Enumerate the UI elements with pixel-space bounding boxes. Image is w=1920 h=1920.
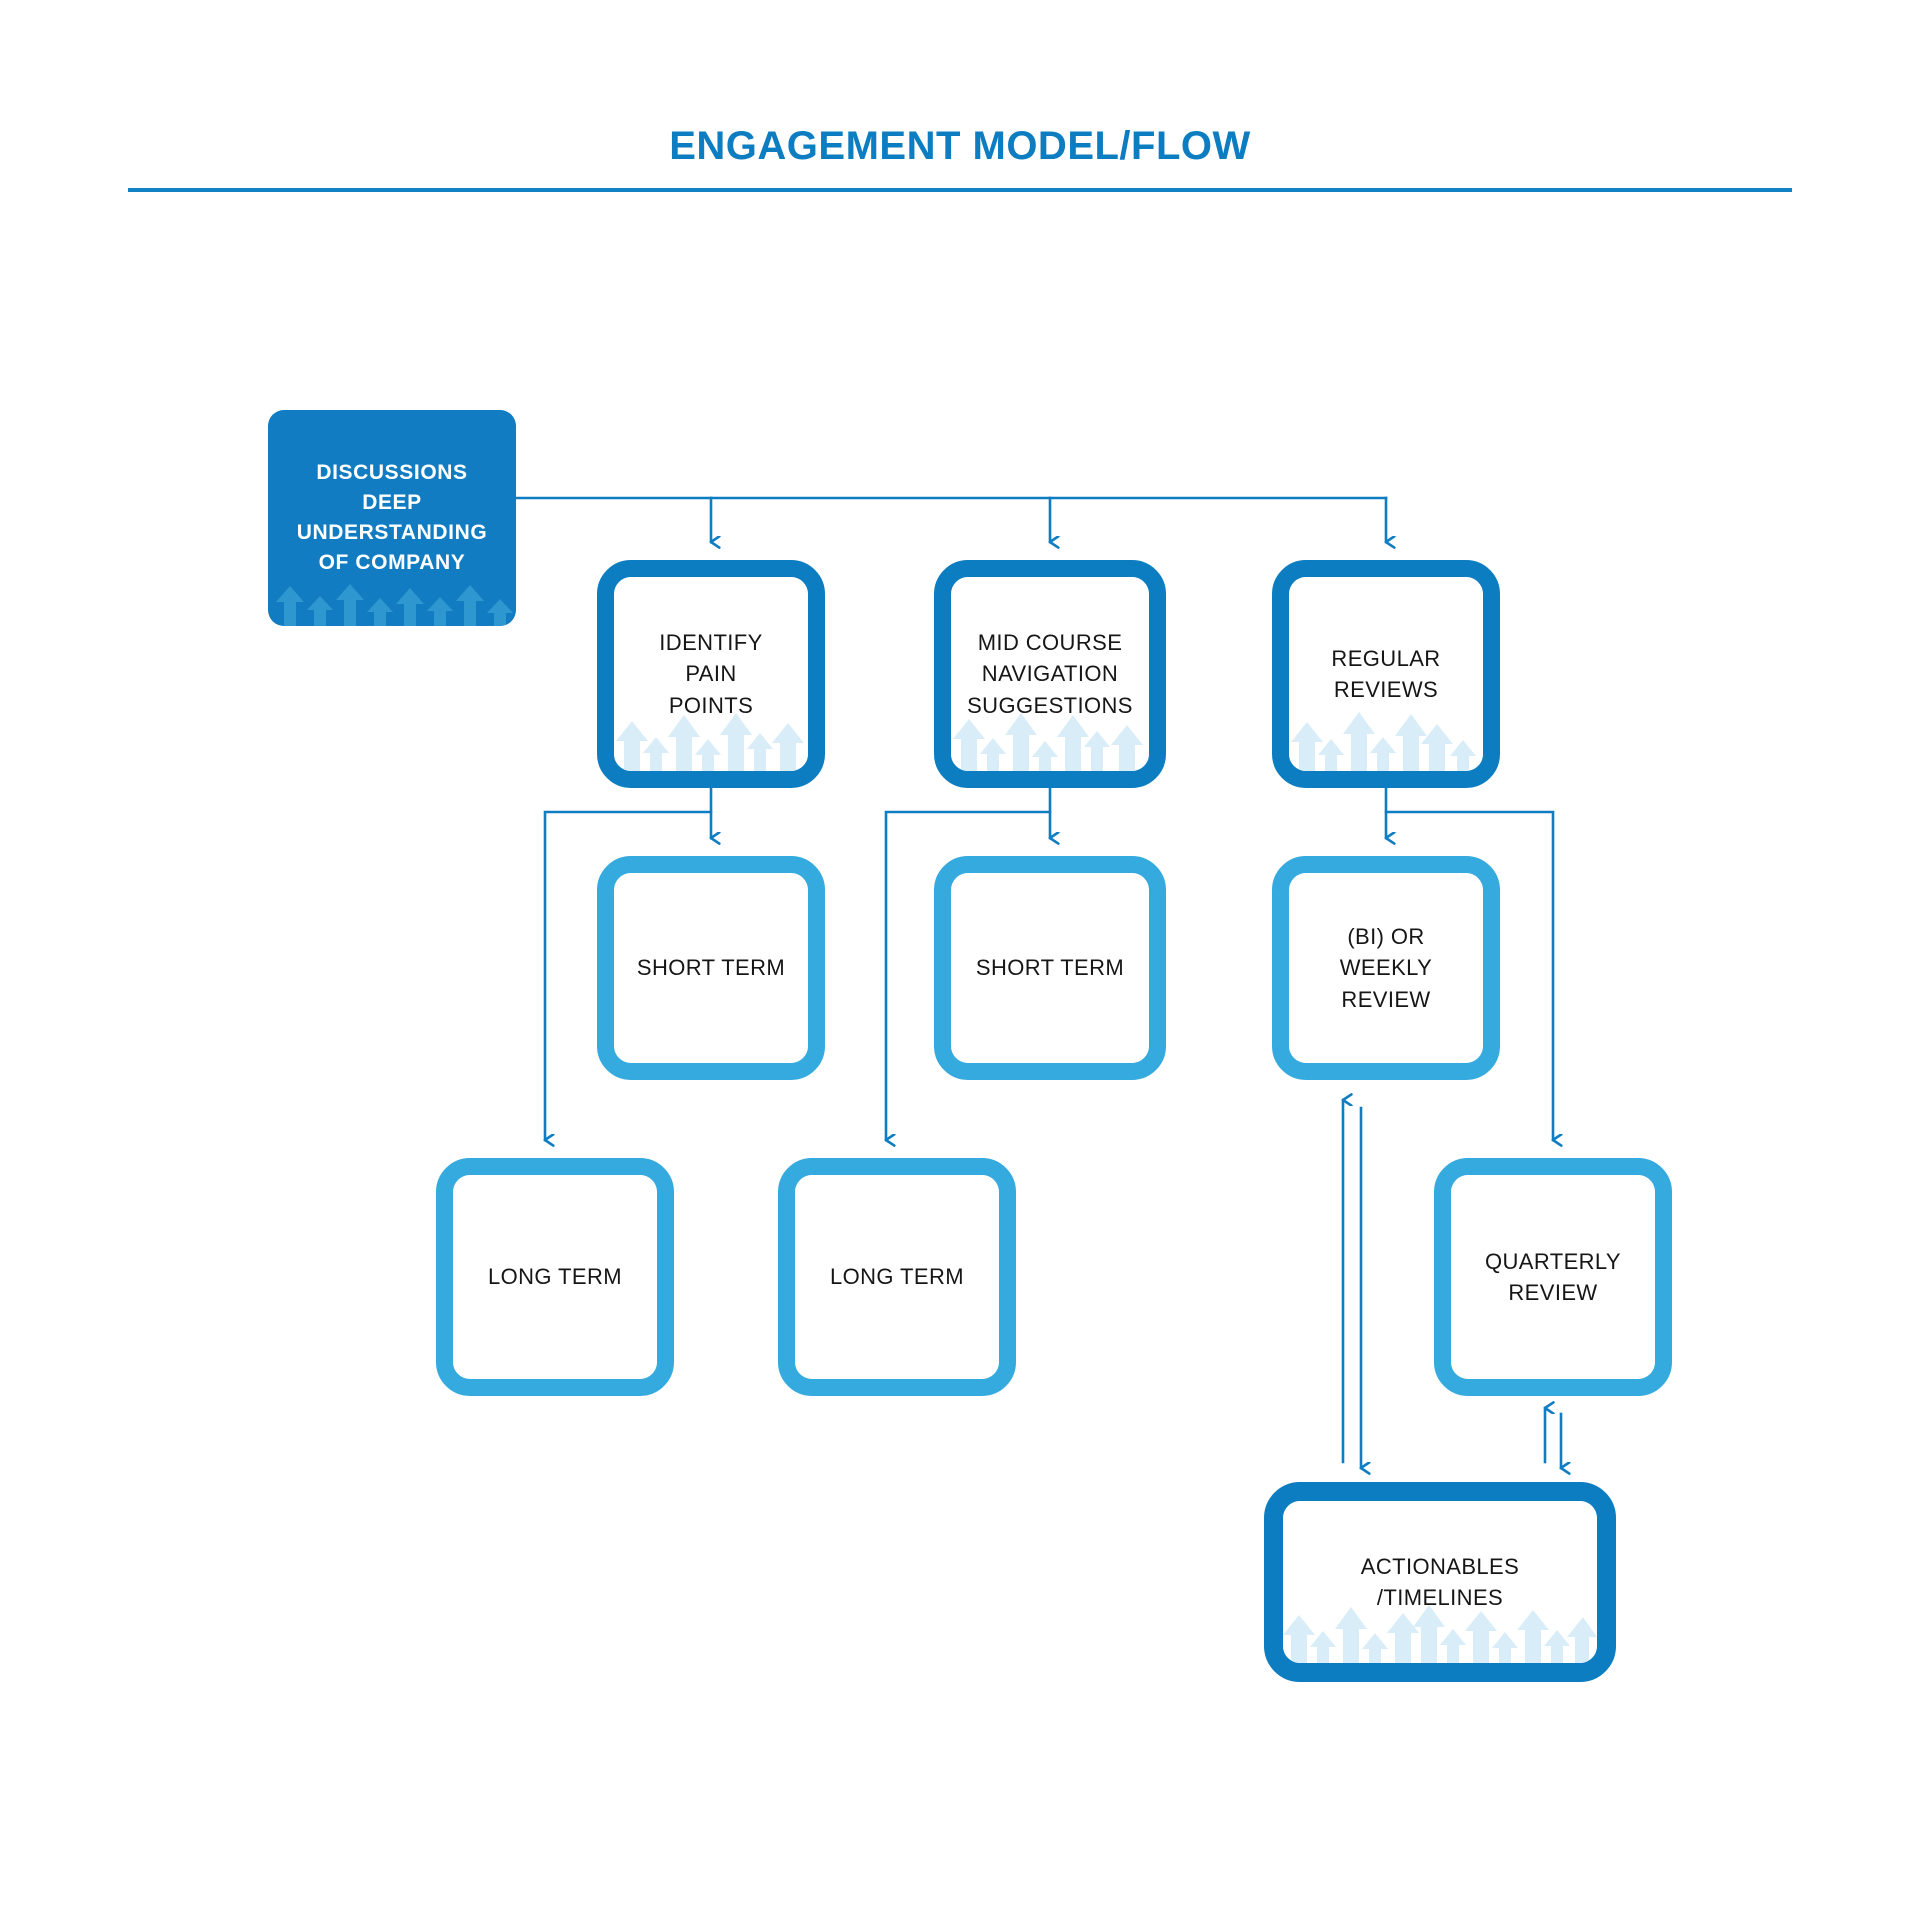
node-identify-pain-points[interactable]: IDENTIFY PAIN POINTS [597,560,825,788]
title-divider [128,188,1792,192]
decorative-arrows-icon [276,584,513,626]
node-inner-fill [1289,577,1483,771]
node-regular-reviews[interactable]: REGULAR REVIEWS [1272,560,1500,788]
decorative-arrows-icon [1283,1605,1597,1663]
edge-biweekly-actionables [1343,1100,1361,1468]
node-label: LONG TERM [830,1264,964,1290]
page-title: ENGAGEMENT MODEL/FLOW [669,124,1251,168]
node-discussions-deep-understanding[interactable]: DISCUSSIONS DEEP UNDERSTANDING OF COMPAN… [268,410,516,626]
node-inner-fill [1451,1175,1655,1379]
decorative-arrows-icon [616,713,804,771]
node-inner-fill [795,1175,999,1379]
node-label: REGULAR REVIEWS [1331,645,1441,702]
edge-root-fanout [514,496,1386,542]
node-long-term-2[interactable]: LONG TERM [778,1158,1016,1396]
decorative-arrows-icon [1291,712,1476,771]
node-label: SHORT TERM [636,955,786,981]
node-mid-course-navigation-suggestions[interactable]: MID COURSE NAVIGATION SUGGESTIONS [934,560,1166,788]
node-label: IDENTIFY PAIN POINTS [659,630,763,718]
node-long-term-1[interactable]: LONG TERM [436,1158,674,1396]
node-actionables-timelines[interactable]: ACTIONABLES /TIMELINES [1264,1482,1616,1682]
node-label: MID COURSE NAVIGATION SUGGESTIONS [967,630,1133,718]
node-label: SHORT TERM [975,955,1125,981]
node-label: QUARTERLY REVIEW [1484,1248,1622,1305]
node-inner-fill [1283,1501,1597,1663]
node-bi-or-weekly-review[interactable]: (BI) OR WEEKLY REVIEW [1272,856,1500,1080]
node-label: ACTIONABLES /TIMELINES [1360,1553,1520,1610]
node-short-term-1[interactable]: SHORT TERM [597,856,825,1080]
node-label: (BI) OR WEEKLY REVIEW [1339,924,1433,1012]
node-inner-fill [453,1175,657,1379]
node-quarterly-review[interactable]: QUARTERLY REVIEW [1434,1158,1672,1396]
node-label: DISCUSSIONS DEEP UNDERSTANDING OF COMPAN… [296,461,488,574]
node-label: LONG TERM [488,1264,622,1290]
decorative-arrows-icon [953,713,1143,771]
node-short-term-2[interactable]: SHORT TERM [934,856,1166,1080]
edge-quarterly-actionables [1545,1408,1561,1468]
